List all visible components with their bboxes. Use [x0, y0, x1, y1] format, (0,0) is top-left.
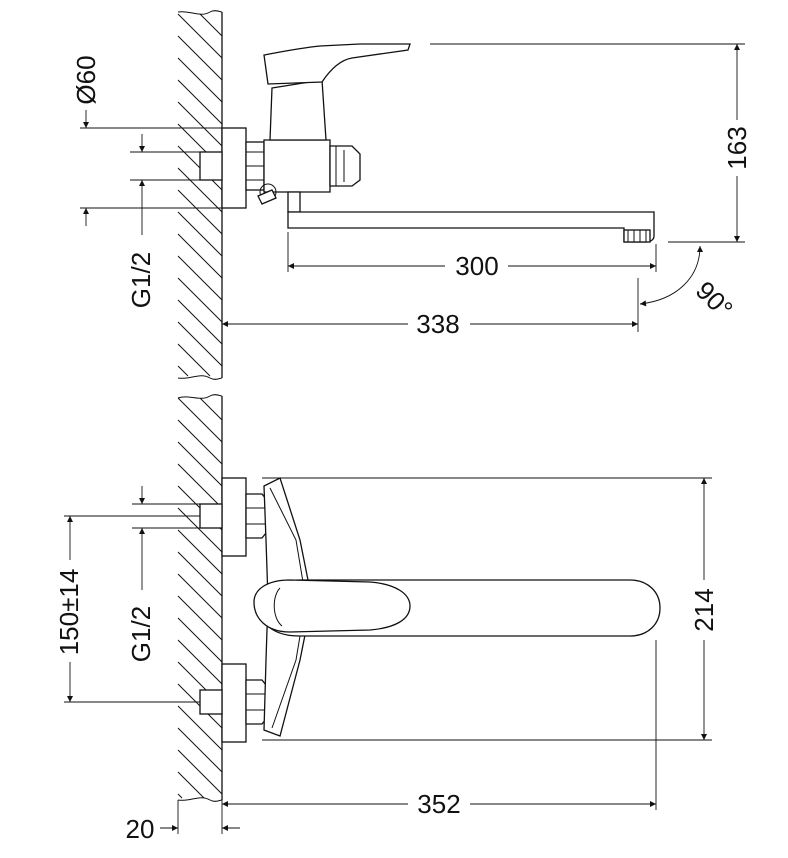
- thread-label-top: G1/2: [126, 252, 156, 308]
- height-label-top: 163: [722, 126, 752, 169]
- hatch-line: [177, 321, 223, 367]
- hatch-line: [177, 365, 189, 377]
- wall-top: [177, 10, 223, 380]
- dimension-lines-front: [67, 478, 707, 831]
- center-distance-label: 150±14: [54, 569, 84, 656]
- upper-connection: [199, 477, 271, 557]
- front-view: G1/2 150±14 214 352 20: [54, 394, 719, 844]
- hatch-line: [177, 551, 223, 597]
- hatch-line: [177, 573, 223, 619]
- lower-connection: [199, 663, 271, 743]
- dimension-lines-top: [83, 44, 740, 327]
- diameter-label: Ø60: [71, 55, 101, 104]
- hatch-line: [177, 595, 223, 641]
- hatch-line: [177, 35, 223, 81]
- swivel-angle-label: 90°: [690, 275, 739, 324]
- hatch-line: [177, 441, 223, 487]
- hatch-line: [177, 507, 223, 553]
- hatch-line: [177, 13, 223, 59]
- overall-depth-label-front: 352: [417, 789, 460, 819]
- hatch-line: [177, 749, 223, 795]
- top-view: Ø60 G1/2 163 300 338 90°: [71, 10, 752, 380]
- spout-length-label: 300: [455, 251, 498, 281]
- hatch-line: [177, 343, 211, 377]
- hatch-line: [177, 705, 223, 751]
- hatch-line: [177, 211, 223, 257]
- hatch-line: [199, 397, 223, 421]
- hatch-line: [177, 529, 223, 575]
- extension-lines-front: [64, 477, 712, 834]
- hatch-line: [177, 277, 223, 323]
- hatch-line: [177, 189, 223, 235]
- overall-depth-label-top: 338: [416, 309, 459, 339]
- hatch-line: [177, 727, 223, 773]
- height-label-front: 214: [689, 588, 719, 631]
- hatch-line: [177, 771, 205, 799]
- hatch-line: [177, 793, 183, 799]
- hatch-line: [177, 463, 223, 509]
- hatch-line: [177, 397, 223, 443]
- hatch-line: [177, 101, 223, 147]
- faucet-body-top: [257, 43, 411, 213]
- wall-front: [177, 394, 223, 802]
- hatch-line: [199, 13, 223, 37]
- extension-lines-top: [80, 43, 745, 332]
- hatch-line: [177, 255, 223, 301]
- spout-top: [287, 211, 655, 243]
- hatch-line: [177, 79, 223, 125]
- hatch-line: [177, 419, 223, 465]
- wall-offset-label: 20: [126, 814, 155, 844]
- hatch-line: [177, 639, 223, 685]
- spout-handle-front: [253, 579, 661, 637]
- hatch-line: [177, 299, 223, 345]
- hatch-line: [177, 233, 223, 279]
- hatch-line: [177, 167, 223, 213]
- hatch-line: [177, 617, 223, 663]
- hatch-line: [177, 57, 223, 103]
- wall-connector-top: [199, 127, 265, 209]
- thread-label-front: G1/2: [126, 606, 156, 662]
